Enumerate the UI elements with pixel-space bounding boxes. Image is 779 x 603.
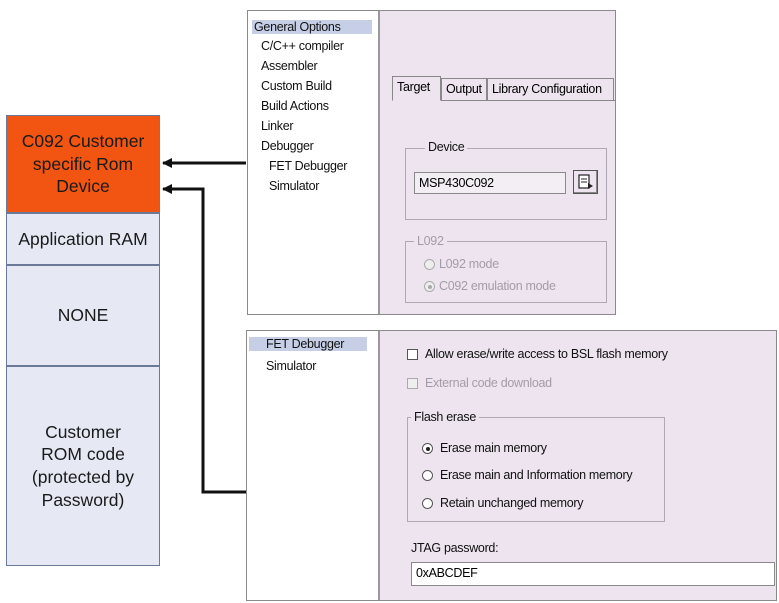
memory-block-label: NONE <box>57 305 109 326</box>
external-download-checkbox[interactable] <box>407 378 418 389</box>
external-download-label: External code download <box>425 376 552 390</box>
tab-strip: Target Output Library Configuration <box>392 76 616 101</box>
tree-item-fet-debugger-selected[interactable]: FET Debugger <box>249 337 367 351</box>
tab-target[interactable]: Target <box>392 76 441 101</box>
c092-emulation-mode-label: C092 emulation mode <box>439 279 556 293</box>
allow-erase-checkbox[interactable] <box>407 349 418 360</box>
tab-library-configuration[interactable]: Library Configuration <box>487 78 614 100</box>
memory-map: C092 Customer specific Rom Device Applic… <box>0 0 170 603</box>
memory-block-application-ram: Application RAM <box>6 213 160 265</box>
tree-item-fet-debugger[interactable]: FET Debugger <box>269 159 348 173</box>
browse-icon <box>578 174 593 189</box>
tree-item-custom-build[interactable]: Custom Build <box>261 79 332 93</box>
device-group-title: Device <box>425 140 468 154</box>
category-tree: General Options C/C++ compiler Assembler… <box>248 11 380 314</box>
jtag-password-label: JTAG password: <box>411 541 499 555</box>
l092-group <box>405 241 607 303</box>
erase-main-radio[interactable] <box>422 443 433 454</box>
memory-block-none: NONE <box>6 265 160 366</box>
c092-emulation-mode-radio[interactable] <box>424 281 435 292</box>
tree-item-assembler[interactable]: Assembler <box>261 59 318 73</box>
tree-item-build-actions[interactable]: Build Actions <box>261 99 329 113</box>
arrow-password <box>162 184 246 494</box>
l092-group-title: L092 <box>414 234 447 248</box>
tree-item-simulator[interactable]: Simulator <box>269 179 320 193</box>
flash-erase-group-title: Flash erase <box>411 410 480 424</box>
allow-erase-label: Allow erase/write access to BSL flash me… <box>425 347 668 361</box>
fet-category-tree: FET Debugger Simulator <box>247 331 380 600</box>
memory-block-label: C092 Customer specific Rom Device <box>21 130 145 197</box>
tree-item-compiler[interactable]: C/C++ compiler <box>261 39 344 53</box>
tree-item-linker[interactable]: Linker <box>261 119 294 133</box>
general-options-dialog: General Options C/C++ compiler Assembler… <box>247 10 616 315</box>
memory-block-label: Application RAM <box>18 228 148 249</box>
device-group <box>405 148 607 220</box>
erase-main-info-radio[interactable] <box>422 470 433 481</box>
flash-erase-group <box>407 417 665 522</box>
erase-main-info-label: Erase main and Information memory <box>440 468 633 482</box>
memory-block-label: Customer ROM code (protected by Password… <box>31 421 135 510</box>
l092-mode-label: L092 mode <box>439 257 499 271</box>
device-field[interactable]: MSP430C092 <box>414 172 566 194</box>
fet-debugger-dialog: FET Debugger Simulator Allow erase/write… <box>246 330 777 601</box>
retain-memory-radio[interactable] <box>422 498 433 509</box>
l092-mode-radio[interactable] <box>424 259 435 270</box>
jtag-password-input[interactable]: 0xABCDEF <box>411 562 775 586</box>
erase-main-label: Erase main memory <box>440 441 547 455</box>
memory-block-c092-rom: C092 Customer specific Rom Device <box>6 115 160 213</box>
tree-item-fet-simulator[interactable]: Simulator <box>266 359 317 373</box>
tree-item-debugger[interactable]: Debugger <box>261 139 314 153</box>
memory-block-customer-rom: Customer ROM code (protected by Password… <box>6 366 160 566</box>
tab-output[interactable]: Output <box>441 78 487 100</box>
tree-item-general-options[interactable]: General Options <box>252 20 372 34</box>
retain-memory-label: Retain unchanged memory <box>440 496 584 510</box>
device-browse-button[interactable] <box>573 170 598 194</box>
